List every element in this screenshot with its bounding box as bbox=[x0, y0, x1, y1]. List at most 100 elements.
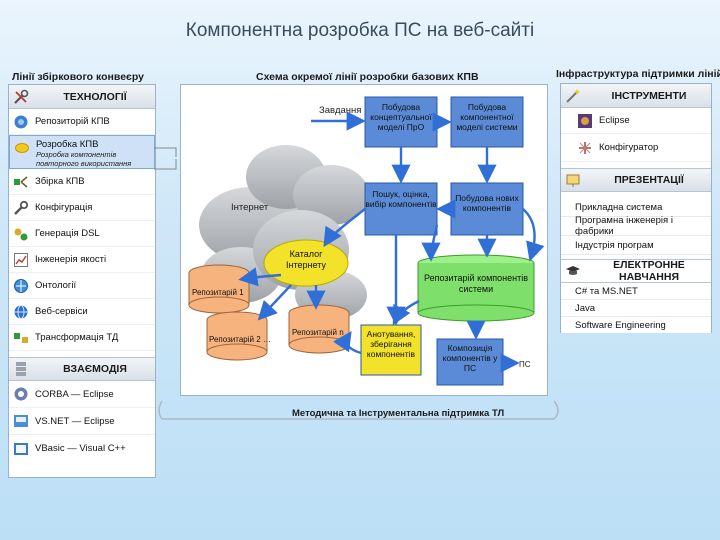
left-item-dsl-generation[interactable]: Генерація DSL bbox=[9, 221, 155, 247]
left-item-label: Репозиторій КПВ bbox=[35, 116, 110, 127]
repository-1: Репозитарій 1 bbox=[188, 264, 250, 314]
box-annotate-store: Анотування, зберігання компонентів bbox=[360, 324, 422, 376]
tool-configurator[interactable]: Конфігуратор bbox=[561, 134, 711, 162]
technologies-header: ТЕХНОЛОГІЇ bbox=[9, 85, 155, 109]
elearning-title: ЕЛЕКТРОННЕ НАВЧАННЯ bbox=[613, 259, 685, 283]
bracket-connector bbox=[154, 147, 177, 170]
footer-bracket bbox=[158, 400, 559, 420]
repository-2: Репозитарій 2 … bbox=[206, 311, 271, 361]
left-item-td-transformation[interactable]: Трансформація ТД bbox=[9, 325, 155, 351]
left-item-label: Веб-сервіси bbox=[35, 306, 88, 317]
tool-label: Eclipse bbox=[599, 115, 630, 126]
left-section-label: Лінії збіркового конвеєру bbox=[12, 71, 144, 83]
lemon-icon bbox=[14, 139, 30, 155]
elearning-list: C# та MS.NET Java Software Engineering bbox=[560, 283, 712, 333]
slide-title: Компонентна розробка ПС на веб-сайті bbox=[185, 20, 535, 41]
tool-eclipse[interactable]: Eclipse bbox=[561, 108, 711, 134]
left-item-label: Розробка КПВ bbox=[36, 139, 99, 150]
technologies-panel: ТЕХНОЛОГІЇ Репозиторій КПВ Розробка КПВ … bbox=[8, 84, 156, 478]
internet-label: Інтернет bbox=[231, 202, 269, 213]
tools-icon bbox=[13, 89, 29, 105]
wrench-icon bbox=[13, 200, 29, 216]
left-item-repository[interactable]: Репозиторій КПВ bbox=[9, 109, 155, 135]
box-annotate-label: Анотування, зберігання компонентів bbox=[366, 329, 416, 359]
left-item-vsnet[interactable]: VS.NET — Eclipse bbox=[9, 408, 155, 435]
left-item-component-dev[interactable]: Розробка КПВ Розробка компонентів повтор… bbox=[9, 135, 155, 169]
assembly-icon bbox=[13, 174, 29, 190]
left-item-label: Інженерія якості bbox=[35, 254, 107, 265]
interop-title: ВЗАЄМОДІЯ bbox=[63, 363, 127, 375]
graduation-cap-icon bbox=[565, 263, 581, 279]
technologies-title: ТЕХНОЛОГІЇ bbox=[63, 90, 127, 103]
left-item-label: Трансформація ТД bbox=[35, 332, 119, 343]
repo-system-label: Репозитарій компонентів системи bbox=[423, 273, 529, 294]
left-item-label: Конфігурація bbox=[35, 202, 93, 213]
methodical-support-label: Методична та Інструментальна підтримка Т… bbox=[292, 408, 505, 419]
left-item-web-services[interactable]: Веб-сервіси bbox=[9, 299, 155, 325]
left-item-label: Генерація DSL bbox=[35, 228, 100, 239]
repository-n: Репозитарій n bbox=[288, 304, 350, 354]
box-search-select: Пошук, оцінка, вибір компонентів bbox=[364, 182, 438, 236]
left-item-ontologies[interactable]: Онтології bbox=[9, 273, 155, 299]
presentations-header: ПРЕЗЕНТАЦІЇ bbox=[561, 168, 711, 192]
right-section-label: Інфраструктура підтримки ліній bbox=[556, 68, 720, 80]
elearning-item[interactable]: Software Engineering bbox=[561, 317, 711, 333]
internet-catalog: Каталог Інтернету bbox=[263, 239, 349, 287]
box-composition-label: Композиція компонентів у ПС bbox=[442, 343, 498, 373]
corba-icon bbox=[13, 386, 29, 402]
repository-icon bbox=[13, 114, 29, 130]
catalog-label: Каталог Інтернету bbox=[286, 249, 326, 270]
configurator-icon bbox=[577, 140, 593, 156]
presentation-item[interactable]: Програмна інженерія і фабрики bbox=[561, 215, 711, 237]
presentation-item[interactable]: Прикладна система bbox=[561, 198, 711, 217]
box-component-model: Побудова компонентної моделі системи bbox=[450, 96, 524, 148]
tool-label: Конфігуратор bbox=[599, 142, 659, 153]
center-section-label: Схема окремої лінії розробки базових КПВ bbox=[256, 71, 479, 83]
system-component-repository: Репозитарій компонентів системи bbox=[417, 254, 535, 322]
vsnet-icon bbox=[13, 413, 29, 429]
box-new-components: Побудова нових компонентів bbox=[450, 182, 524, 236]
box-concept-model: Побудова концептуальної моделі ПрО bbox=[364, 96, 438, 148]
repo2-label: Репозитарій 2 … bbox=[209, 335, 271, 344]
wand-icon bbox=[565, 88, 581, 104]
left-item-quality-engineering[interactable]: Інженерія якості bbox=[9, 247, 155, 273]
repo1-label: Репозитарій 1 bbox=[192, 288, 244, 297]
elearning-header: ЕЛЕКТРОННЕ НАВЧАННЯ bbox=[561, 259, 711, 283]
left-item-vbasic[interactable]: VBasic — Visual C++ bbox=[9, 435, 155, 462]
box-new-label: Побудова нових компонентів bbox=[455, 193, 519, 213]
tools-title: ІНСТРУМЕНТИ bbox=[611, 89, 687, 102]
server-icon bbox=[13, 361, 29, 377]
left-item-subtitle: Розробка компонентів повторного використ… bbox=[36, 150, 132, 168]
tools-header: ІНСТРУМЕНТИ bbox=[561, 84, 711, 108]
box-concept-label: Побудова концептуальної моделі ПрО bbox=[370, 102, 432, 132]
box-composition: Композиція компонентів у ПС bbox=[436, 338, 504, 386]
presentations-title: ПРЕЗЕНТАЦІЇ bbox=[614, 174, 684, 186]
left-item-label: VBasic — Visual C++ bbox=[35, 443, 126, 454]
gears-icon bbox=[13, 226, 29, 242]
interop-header: ВЗАЄМОДІЯ bbox=[9, 357, 155, 381]
repon-label: Репозитарій n bbox=[292, 328, 344, 337]
box-component-label: Побудова компонентної моделі системи bbox=[456, 102, 518, 132]
elearning-item[interactable]: Java bbox=[561, 300, 711, 317]
box-search-label: Пошук, оцінка, вибір компонентів bbox=[365, 189, 437, 209]
elearning-item[interactable]: C# та MS.NET bbox=[561, 283, 711, 300]
presentation-icon bbox=[565, 172, 581, 188]
left-item-label: VS.NET — Eclipse bbox=[35, 415, 115, 427]
line-scheme-diagram: Інтернет Завдання Побудова концептуально… bbox=[188, 96, 545, 386]
eclipse-icon bbox=[577, 113, 593, 129]
globe-icon bbox=[13, 304, 29, 320]
left-item-assembly[interactable]: Збірка КПВ bbox=[9, 169, 155, 195]
quality-chart-icon bbox=[13, 252, 29, 268]
left-item-label: CORBA — Eclipse bbox=[35, 388, 114, 400]
presentation-item[interactable]: Індустрія програм bbox=[561, 236, 711, 255]
ps-label: ПС bbox=[519, 360, 531, 369]
left-item-label: Онтології bbox=[35, 280, 77, 291]
line-scheme-panel: Інтернет Завдання Побудова концептуально… bbox=[180, 84, 548, 396]
task-label: Завдання bbox=[319, 105, 361, 116]
flow-arrows bbox=[238, 111, 545, 373]
left-item-corba[interactable]: CORBA — Eclipse bbox=[9, 381, 155, 408]
left-item-label: Збірка КПВ bbox=[35, 176, 85, 187]
transform-icon bbox=[13, 330, 29, 346]
left-item-configuration[interactable]: Конфігурація bbox=[9, 195, 155, 221]
vbasic-icon bbox=[13, 441, 29, 457]
